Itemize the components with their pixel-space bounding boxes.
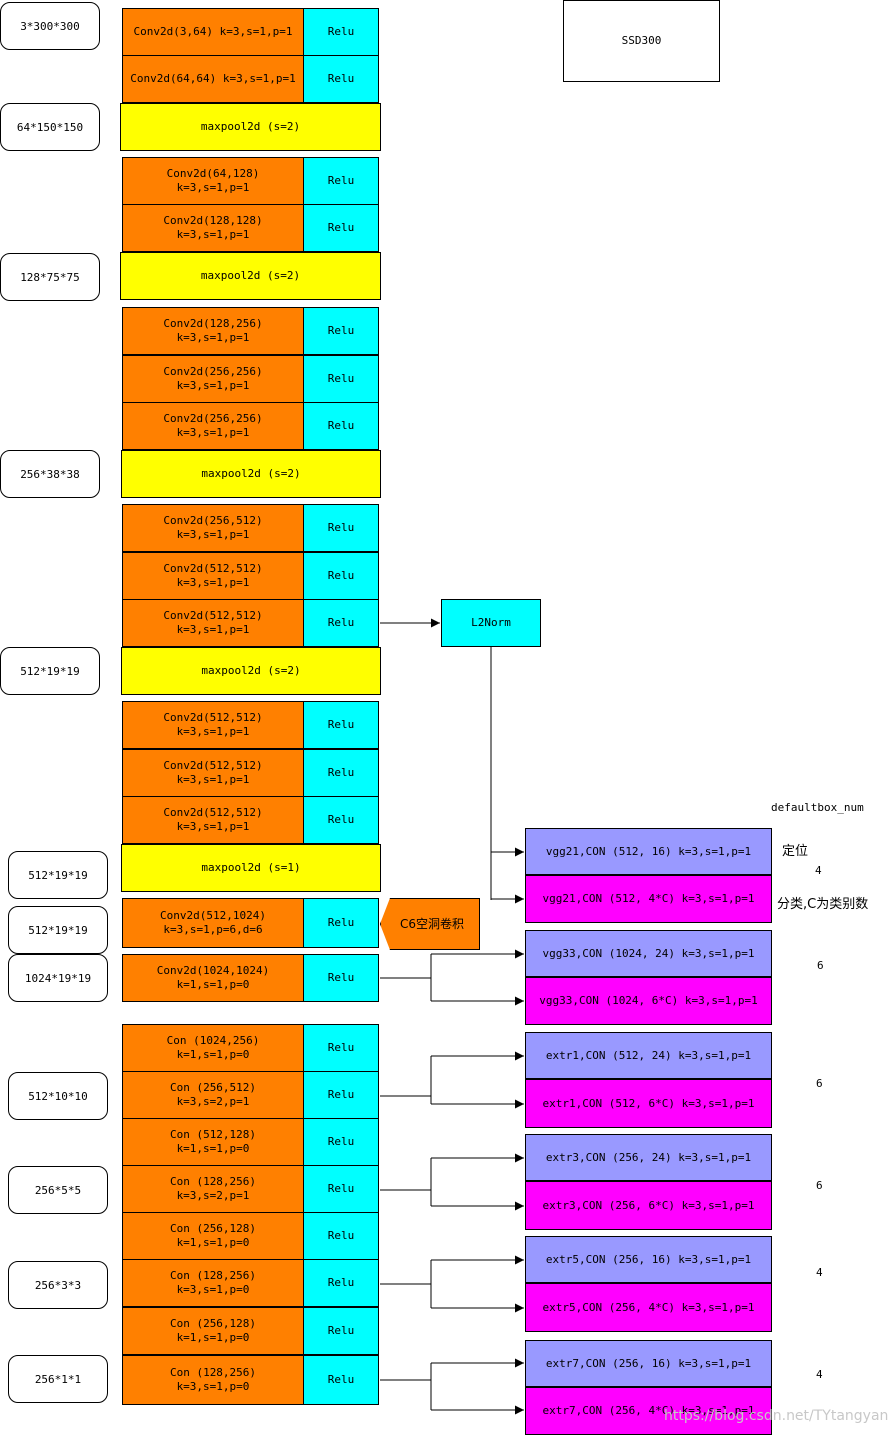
relu-layer: Relu [303, 307, 379, 355]
maxpool-layer: maxpool2d (s=2) [120, 103, 381, 151]
extra-conv-layer: Con (1024,256) k=1,s=1,p=0 [122, 1024, 304, 1072]
defaultbox-count: 4 [815, 864, 822, 877]
extr3-branch-line [380, 1158, 432, 1206]
cls-head: extr3,CON (256, 6*C) k=3,s=1,p=1 [525, 1181, 772, 1230]
relu-layer: Relu [303, 1071, 379, 1119]
maxpool-layer: maxpool2d (s=2) [121, 647, 381, 695]
cls-head: vgg21,CON (512, 4*C) k=3,s=1,p=1 [525, 875, 772, 923]
extra-conv-layer: Con (128,256) k=3,s=2,p=1 [122, 1165, 304, 1213]
relu-layer: Relu [303, 355, 379, 403]
relu-layer: Relu [303, 1355, 379, 1405]
conv-layer: Conv2d(3,64) k=3,s=1,p=1 [122, 8, 304, 56]
conv-layer: Conv2d(512,512) k=3,s=1,p=1 [122, 552, 304, 600]
l2norm-box: L2Norm [441, 599, 541, 647]
dim-label: 256*38*38 [0, 450, 100, 498]
conv-layer: Conv2d(512,512) k=3,s=1,p=1 [122, 701, 304, 749]
extr1-branch-line [380, 1056, 432, 1104]
relu-layer: Relu [303, 954, 379, 1002]
relu-layer: Relu [303, 701, 379, 749]
conv-layer: Conv2d(256,256) k=3,s=1,p=1 [122, 355, 304, 403]
conv-layer: Conv2d(256,256) k=3,s=1,p=1 [122, 402, 304, 450]
conv-layer: Conv2d(512,512) k=3,s=1,p=1 [122, 796, 304, 844]
loc-head: vgg33,CON (1024, 24) k=3,s=1,p=1 [525, 930, 772, 977]
maxpool-layer: maxpool2d (s=1) [121, 844, 381, 892]
relu-layer: Relu [303, 1024, 379, 1072]
relu-layer: Relu [303, 749, 379, 797]
relu-layer: Relu [303, 55, 379, 103]
relu-layer: Relu [303, 1307, 379, 1355]
dim-label: 512*19*19 [0, 647, 100, 695]
cls-head: vgg33,CON (1024, 6*C) k=3,s=1,p=1 [525, 977, 772, 1025]
title-box: SSD300 [563, 0, 720, 82]
extra-conv-layer: Con (256,512) k=3,s=2,p=1 [122, 1071, 304, 1119]
extr5-branch-line [380, 1260, 432, 1308]
relu-layer: Relu [303, 1165, 379, 1213]
conv-layer: Conv2d(64,64) k=3,s=1,p=1 [122, 55, 304, 103]
relu-layer: Relu [303, 504, 379, 552]
defaultbox-header: defaultbox_num [771, 801, 864, 814]
relu-layer: Relu [303, 898, 379, 948]
cls-head: extr7,CON (256, 4*C) k=3,s=1,p=1 [525, 1387, 772, 1435]
conv-layer: Conv2d(256,512) k=3,s=1,p=1 [122, 504, 304, 552]
relu-layer: Relu [303, 1259, 379, 1307]
defaultbox-count: 4 [816, 1266, 823, 1279]
defaultbox-count: 6 [817, 959, 824, 972]
dim-label: 128*75*75 [0, 253, 100, 301]
relu-layer: Relu [303, 796, 379, 844]
dim-label: 1024*19*19 [8, 954, 108, 1002]
loc-head: vgg21,CON (512, 16) k=3,s=1,p=1 [525, 828, 772, 875]
loc-head: extr1,CON (512, 24) k=3,s=1,p=1 [525, 1032, 772, 1079]
cls-head: extr5,CON (256, 4*C) k=3,s=1,p=1 [525, 1283, 772, 1332]
conv6-layer: Conv2d(512,1024) k=3,s=1,p=6,d=6 [122, 898, 304, 948]
relu-layer: Relu [303, 157, 379, 205]
extra-conv-layer: Con (128,256) k=3,s=1,p=0 [122, 1259, 304, 1307]
c6-callout-label: C6空洞卷积 [399, 916, 464, 931]
watermark: https://blog.csdn.net/TYtangyan [664, 1408, 889, 1424]
conv-layer: Conv2d(128,128) k=3,s=1,p=1 [122, 204, 304, 252]
dim-label: 512*19*19 [8, 906, 108, 954]
extra-conv-layer: Con (256,128) k=1,s=1,p=0 [122, 1307, 304, 1355]
extra-conv-layer: Con (256,128) k=1,s=1,p=0 [122, 1212, 304, 1260]
dim-label: 3*300*300 [0, 2, 100, 50]
conv7-layer: Conv2d(1024,1024) k=1,s=1,p=0 [122, 954, 304, 1002]
loc-head: extr7,CON (256, 16) k=3,s=1,p=1 [525, 1340, 772, 1387]
relu-layer: Relu [303, 1212, 379, 1260]
extra-conv-layer: Con (128,256) k=3,s=1,p=0 [122, 1355, 304, 1405]
relu-layer: Relu [303, 402, 379, 450]
cls-head: extr1,CON (512, 6*C) k=3,s=1,p=1 [525, 1079, 772, 1128]
defaultbox-count: 6 [816, 1179, 823, 1192]
conv-layer: Conv2d(128,256) k=3,s=1,p=1 [122, 307, 304, 355]
defaultbox-count: 4 [816, 1368, 823, 1381]
dim-label: 512*10*10 [8, 1072, 108, 1120]
loc-head: extr5,CON (256, 16) k=3,s=1,p=1 [525, 1236, 772, 1283]
dim-label: 256*5*5 [8, 1166, 108, 1214]
conv-layer: Conv2d(512,512) k=3,s=1,p=1 [122, 749, 304, 797]
maxpool-layer: maxpool2d (s=2) [120, 252, 381, 300]
defaultbox-count: 6 [816, 1077, 823, 1090]
extr7-branch-line [380, 1363, 432, 1410]
maxpool-layer: maxpool2d (s=2) [121, 450, 381, 498]
extra-conv-layer: Con (512,128) k=1,s=1,p=0 [122, 1118, 304, 1166]
relu-layer: Relu [303, 599, 379, 647]
conv7-branch-line [380, 954, 432, 1001]
relu-layer: Relu [303, 1118, 379, 1166]
loc-annotation: 定位 [782, 844, 809, 859]
relu-layer: Relu [303, 552, 379, 600]
dim-label: 256*3*3 [8, 1261, 108, 1309]
conv-layer: Conv2d(512,512) k=3,s=1,p=1 [122, 599, 304, 647]
relu-layer: Relu [303, 204, 379, 252]
relu-layer: Relu [303, 8, 379, 56]
dim-label: 512*19*19 [8, 851, 108, 899]
dim-label: 256*1*1 [8, 1355, 108, 1403]
c6-callout-shape [380, 898, 480, 950]
dim-label: 64*150*150 [0, 103, 100, 151]
cls-annotation: 分类,C为类别数 [777, 897, 869, 912]
loc-head: extr3,CON (256, 24) k=3,s=1,p=1 [525, 1134, 772, 1181]
conv-layer: Conv2d(64,128) k=3,s=1,p=1 [122, 157, 304, 205]
